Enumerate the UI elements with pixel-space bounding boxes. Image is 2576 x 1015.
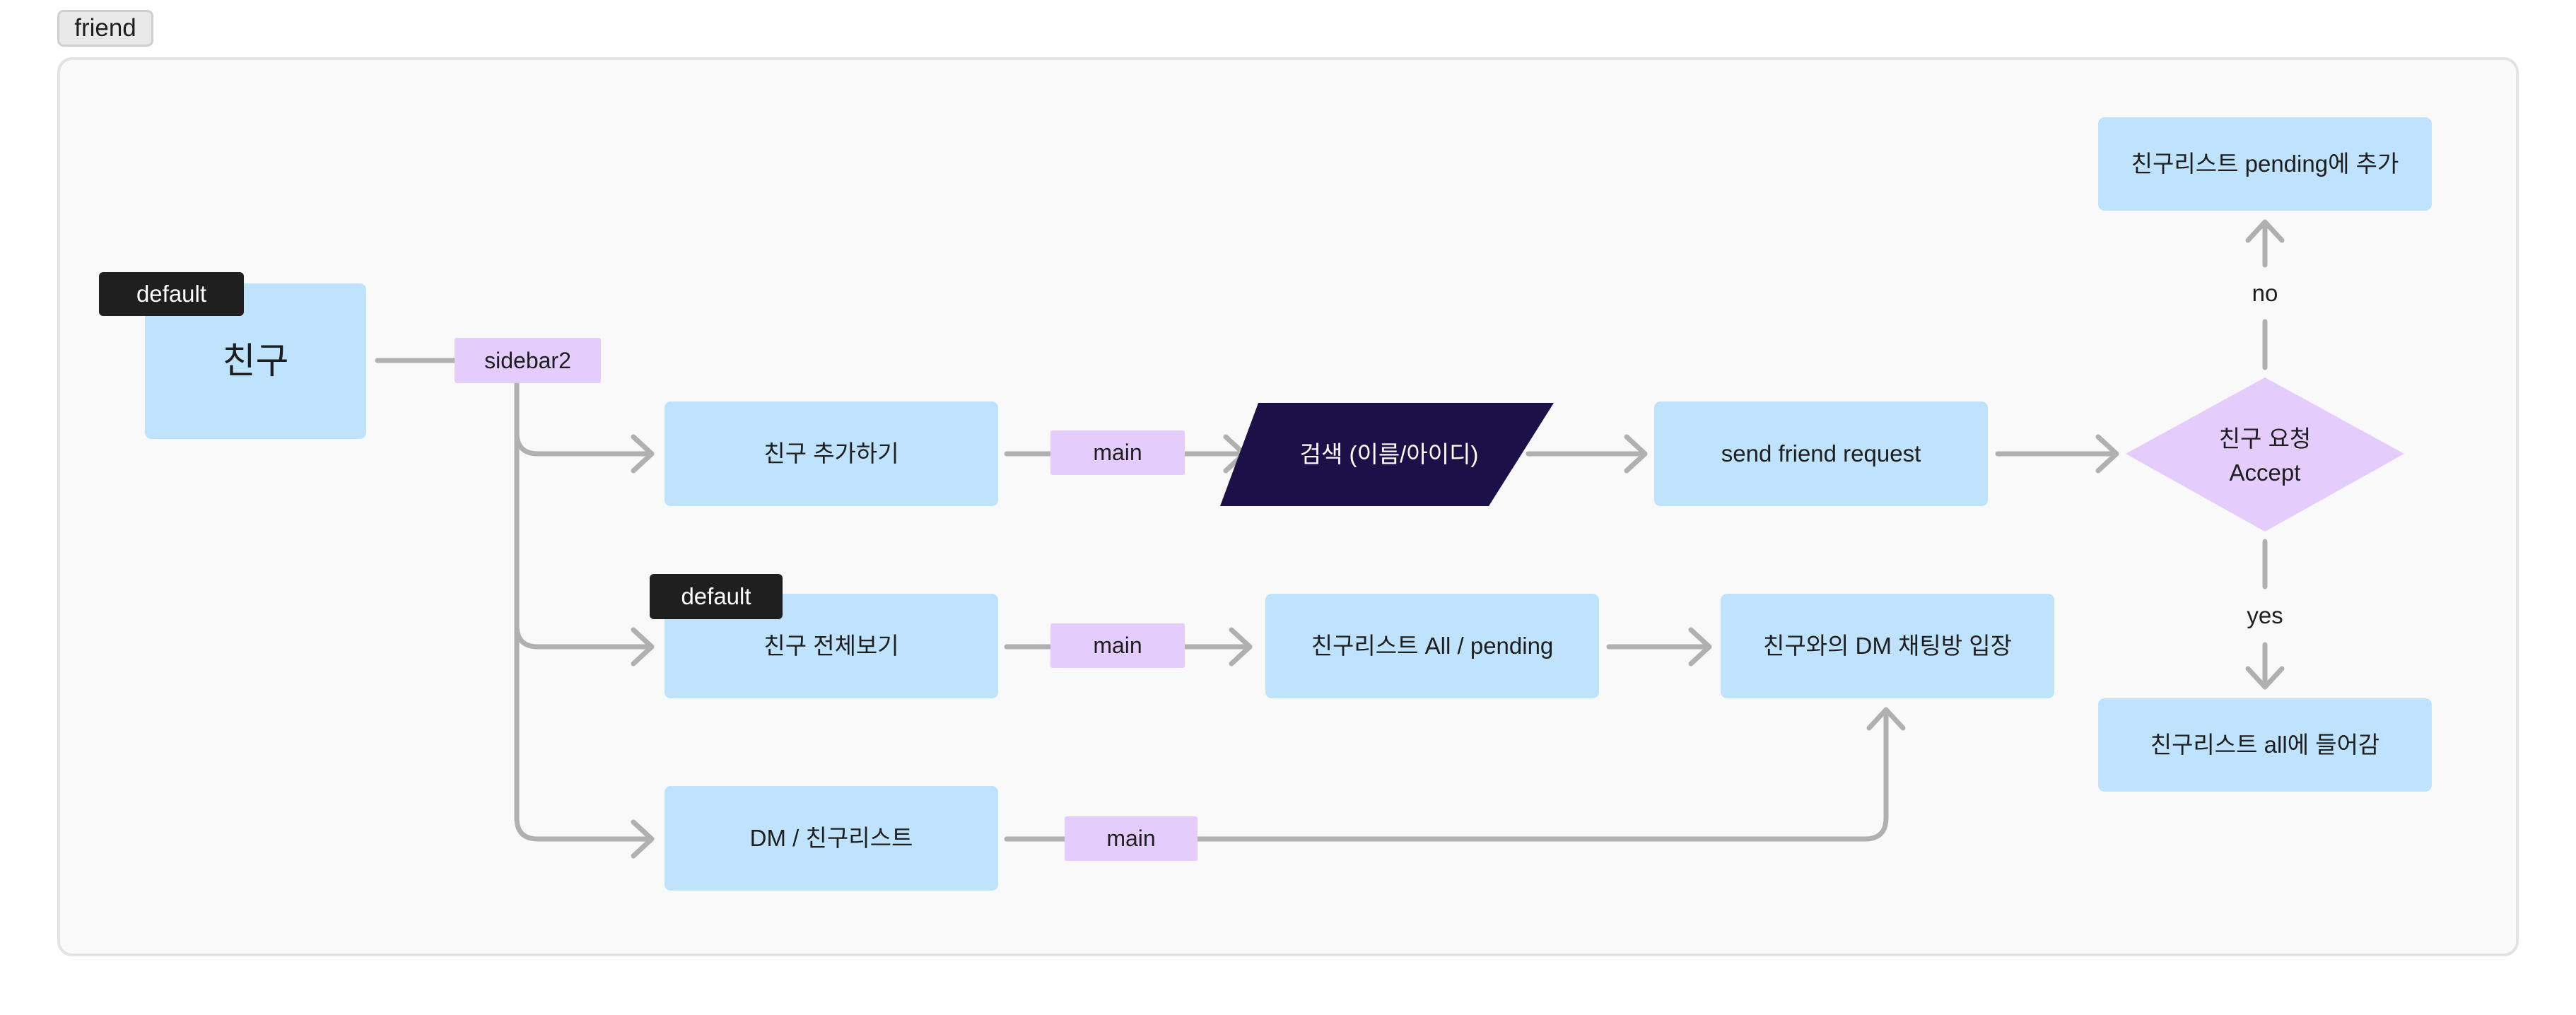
- node-friendlist-all-pending[interactable]: 친구리스트 All / pending: [1265, 594, 1599, 698]
- arrowhead-dmroom-up: [1866, 707, 1906, 731]
- node-send-request[interactable]: send friend request: [1654, 401, 1988, 506]
- frame-title-tab[interactable]: friend: [57, 10, 153, 47]
- arrowhead-send: [1624, 434, 1648, 474]
- label-main-dm[interactable]: main: [1065, 816, 1198, 861]
- arrowhead-dmroom: [1688, 627, 1712, 667]
- node-all-enter[interactable]: 친구리스트 all에 들어감: [2098, 698, 2432, 792]
- edge-sidebar-branches: [514, 380, 652, 842]
- default-badge-root: default: [99, 272, 244, 316]
- node-dm-list[interactable]: DM / 친구리스트: [665, 786, 998, 891]
- edge-branch-add: [514, 430, 652, 457]
- default-badge-view-all: default: [650, 574, 783, 619]
- arrowhead-add: [631, 434, 655, 474]
- arrowhead-friendlist: [1229, 627, 1253, 667]
- node-decision-label[interactable]: 친구 요청 Accept: [2218, 426, 2312, 486]
- search-io-shape: [1220, 403, 1554, 506]
- arrowhead-pending: [2245, 219, 2285, 243]
- node-add-friend[interactable]: 친구 추가하기: [665, 401, 998, 506]
- node-root[interactable]: 친구: [145, 283, 366, 439]
- node-dm-room[interactable]: 친구와의 DM 채팅방 입장: [1721, 594, 2054, 698]
- label-main-add[interactable]: main: [1050, 430, 1185, 475]
- arrowhead-dm: [631, 819, 655, 859]
- decision-diamond: [2126, 377, 2404, 532]
- node-pending-add[interactable]: 친구리스트 pending에 추가: [2098, 117, 2432, 211]
- label-main-view[interactable]: main: [1050, 623, 1185, 668]
- label-no: no: [2237, 277, 2293, 310]
- arrowhead-all: [2245, 666, 2285, 690]
- label-sidebar2[interactable]: sidebar2: [455, 338, 601, 383]
- label-yes: yes: [2230, 599, 2300, 632]
- arrowhead-view: [631, 627, 655, 667]
- arrowhead-decision: [2095, 434, 2119, 474]
- node-search-label[interactable]: 검색 (이름/아이디): [1299, 441, 1479, 468]
- edge-branch-view: [514, 623, 652, 650]
- edge-main-dmroom: [1195, 710, 1889, 842]
